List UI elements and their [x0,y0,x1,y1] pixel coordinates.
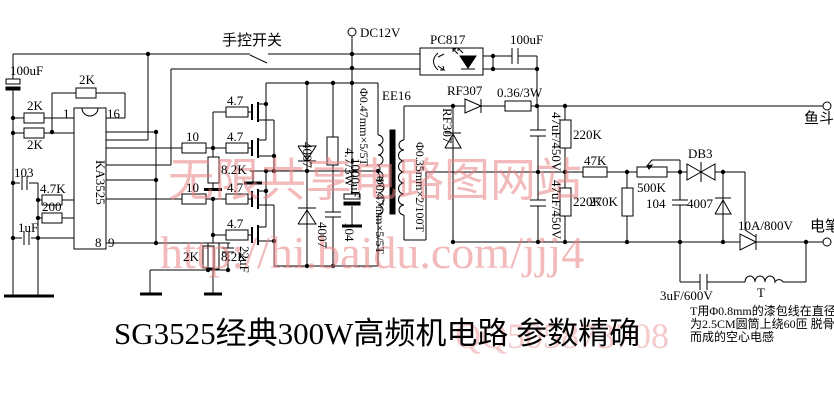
label-r82b: 8.2K [221,249,247,264]
label-rg1: 4.7 [227,93,244,108]
label-c47a: 47uF/450V [549,112,564,172]
label-wind3: Φ0.35mm×2/100T [413,142,427,233]
watermark-row3: QQ505873708 [455,316,669,356]
label-pin8: 8 [95,235,102,250]
watermark-row2: http://hi.baidu.com/jjj4 [160,227,584,278]
labels: 100uF 2K 2K 2K 103 4.7K 200 1uF KA3525 1… [10,25,834,303]
label-db3: DB3 [688,146,713,161]
label-pin1: 1 [63,106,70,121]
note-line2: 为2.5CM圆筒上绕60匝 脱骨 [690,316,834,331]
label-d4007b: 4007 [315,222,330,249]
label-r220b: 220K [573,194,603,209]
label-r47k-left: 4.7K [40,181,66,196]
label-r220a: 220K [573,127,603,142]
label-pen-terminal: 电笔 [810,218,834,235]
note-line3: 而成的空心电感 [690,329,774,344]
junction-dots [10,51,809,273]
label-r270k: 270K [589,194,619,209]
label-dc12v: DC12V [360,25,401,40]
label-rg2: 4.7 [227,129,244,144]
label-c3uf: 3uF/600V [660,288,713,303]
watermark-row1: 无限共享电路图网站 [168,155,582,206]
label-r10a: 10 [186,129,199,144]
label-ic: KA3525 [93,160,108,205]
label-r10b: 10 [186,180,199,195]
label-d4007a: 4007 [300,142,315,169]
label-opto: PC817 [430,32,466,47]
label-c22uf: 22uF [237,246,252,273]
label-r82a: 8.2K [221,162,247,177]
label-wind1: Φ0.47mm×5/5T [357,88,371,167]
watermark: 无限共享电路图网站 http://hi.baidu.com/jjj4 QQ505… [160,155,669,356]
label-core: EE16 [382,88,411,103]
label-d-rf2: RF307 [440,108,455,144]
label-r473w: 4.7/3W [342,148,357,187]
label-d-rf1: RF307 [447,83,483,98]
label-r-in2: 2K [27,137,44,152]
label-cap-in: 100uF [10,63,43,78]
label-rg4: 4.7 [227,216,244,231]
label-r200: 200 [42,199,62,214]
label-t: T [757,285,765,300]
label-c104b: 104 [646,196,666,211]
label-fish-terminal: 鱼斗 [804,109,834,127]
label-r-fb: 2K [79,72,96,87]
label-c104a: 104 [342,222,357,242]
label-c100b: 100uF [510,32,543,47]
label-r500k: 500K [637,180,667,195]
label-wind2: Φ0.47mm×5/5T [373,176,387,255]
label-c103: 103 [14,165,34,180]
label-scr: 10A/800V [738,218,794,233]
label-r2k-comp: 2K [183,249,200,264]
note: T用Φ0.8mm的漆包线在直径 为2.5CM圆筒上绕60匝 脱骨 而成的空心电感 [690,303,834,344]
label-r47k: 47K [584,153,607,168]
label-c1uf: 1uF [18,220,38,235]
note-line1: T用Φ0.8mm的漆包线在直径 [690,303,834,318]
label-c47b: 47uF/450V [549,180,564,240]
label-manual-switch: 手控开关 [222,32,282,49]
label-r-in1: 2K [27,98,44,113]
page-title: SG3525经典300W高频机电路 参数精确 [114,316,640,351]
label-rg3: 4.7 [227,180,244,195]
label-d4007c: 4007 [687,196,714,211]
label-pin9: 9 [108,235,115,250]
label-pin16: 16 [107,106,121,121]
label-r036: 0.36/3W [497,85,543,100]
label-c1000: 1000uF [348,158,363,198]
